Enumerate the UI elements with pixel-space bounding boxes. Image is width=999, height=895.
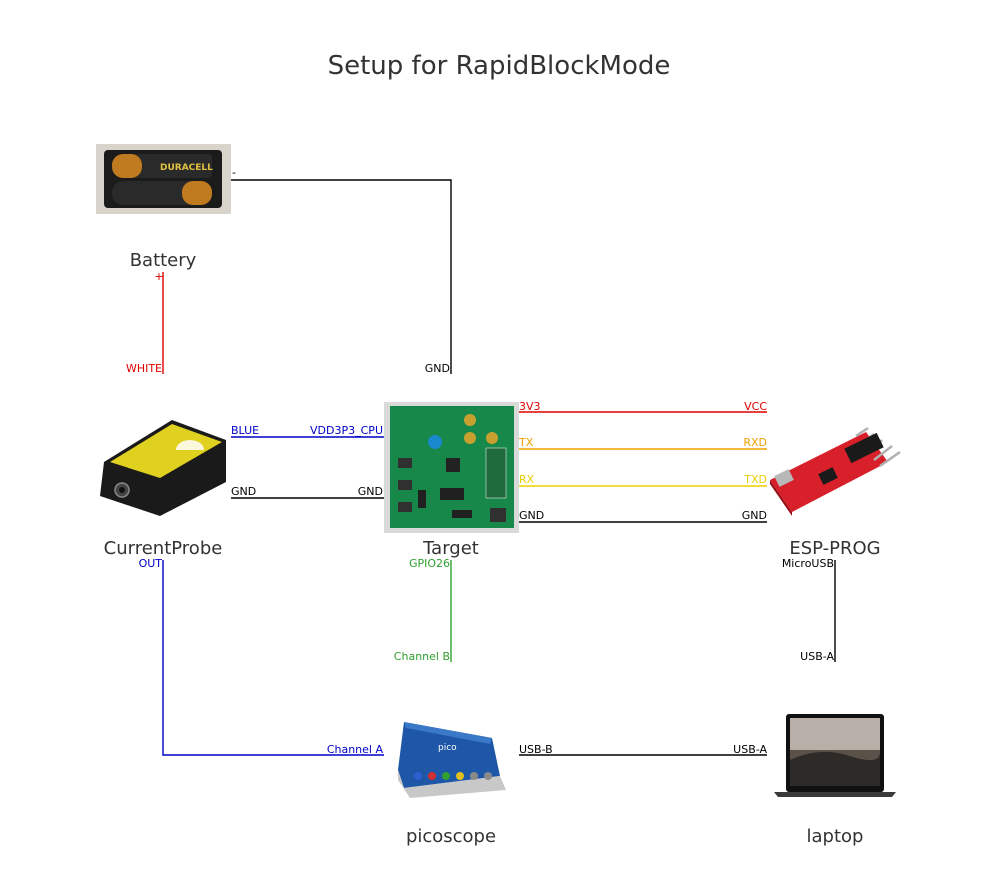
- pin-esp-txd: TXD: [743, 473, 767, 486]
- pin-probe-white: WHITE: [126, 362, 162, 375]
- picoscope-label: picoscope: [406, 826, 496, 847]
- pin-esp-gnd: GND: [742, 509, 767, 522]
- pin-laptop-usba: USB-A: [733, 743, 767, 756]
- target-label: Target: [422, 538, 479, 559]
- pin-battery-minus: -: [232, 166, 236, 179]
- currentprobe-label: CurrentProbe: [104, 538, 223, 559]
- laptop-label: laptop: [807, 826, 864, 847]
- pin-probe-out: OUT: [139, 557, 163, 570]
- pin-pico-channel-a: Channel A: [327, 743, 384, 756]
- battery-label: Battery: [130, 250, 197, 271]
- pin-battery-plus: +: [154, 270, 163, 283]
- svg-text:DURACELL: DURACELL: [160, 163, 213, 173]
- espprog-label: ESP-PROG: [789, 538, 880, 559]
- pin-target-rx: RX: [519, 473, 535, 486]
- pin-pico-channel-b: Channel B: [394, 650, 450, 663]
- current-probe-icon: [100, 420, 226, 516]
- wire-probe-out-to-pico-channel-a: [162, 560, 384, 756]
- pin-target-gnd-left: GND: [358, 485, 383, 498]
- pin-laptop-usba-top: USB-A: [800, 650, 834, 663]
- svg-text:pico: pico: [438, 743, 457, 753]
- wire-battery-minus-to-target-gnd: [231, 179, 452, 374]
- pin-target-vdd: VDD3P3_CPU: [310, 424, 383, 437]
- oscilloscope-icon: pico: [398, 722, 506, 798]
- pin-probe-gnd: GND: [231, 485, 256, 498]
- pin-esp-rxd: RXD: [743, 436, 767, 449]
- pin-target-tx: TX: [518, 436, 534, 449]
- pin-esp-microusb: MicroUSB: [782, 557, 834, 570]
- pin-target-gnd-right: GND: [519, 509, 544, 522]
- battery-pack-icon: DURACELL: [96, 144, 231, 214]
- pin-target-gpio26: GPIO26: [409, 557, 450, 570]
- pin-esp-vcc: VCC: [744, 400, 767, 413]
- pin-target-3v3: 3V3: [519, 400, 541, 413]
- usb-serial-adapter-icon: [770, 426, 901, 516]
- pcb-board-icon: [384, 402, 519, 533]
- diagram-title: Setup for RapidBlockMode: [328, 51, 671, 81]
- laptop-icon: [774, 714, 896, 797]
- pin-target-gnd-top: GND: [425, 362, 450, 375]
- pin-probe-blue: BLUE: [231, 424, 259, 437]
- pin-pico-usbb: USB-B: [519, 743, 553, 756]
